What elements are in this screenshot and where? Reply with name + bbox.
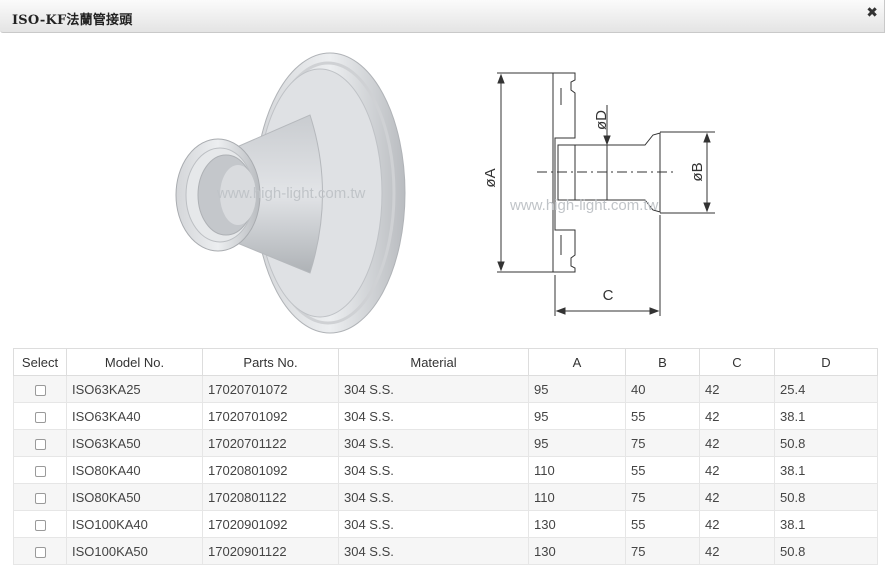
select-checkbox[interactable] [34,411,46,423]
parts-cell: 17020901122 [202,537,339,565]
model-cell: ISO80KA40 [66,456,203,484]
table-header-row: Select Model No. Parts No. Material A B … [13,348,878,376]
model-cell: ISO63KA50 [66,429,203,457]
table-row: ISO63KA40 17020701092 304 S.S. 95 55 42 … [13,402,878,430]
select-checkbox[interactable] [34,546,46,558]
material-cell: 304 S.S. [338,537,529,565]
material-cell: 304 S.S. [338,429,529,457]
d-cell: 25.4 [774,375,878,403]
col-header-b: B [625,348,700,376]
b-cell: 40 [625,375,700,403]
col-header-a: A [528,348,626,376]
col-header-material: Material [338,348,529,376]
model-cell: ISO80KA50 [66,483,203,511]
reducer-body [229,114,323,274]
table-row: ISO63KA50 17020701122 304 S.S. 95 75 42 … [13,429,878,457]
flange-outline [552,72,576,273]
d-cell: 50.8 [774,429,878,457]
select-checkbox[interactable] [34,438,46,450]
d-cell: 38.1 [774,402,878,430]
dialog-titlebar: ISO-KF法蘭管接頭 ✖ [0,0,885,33]
col-header-select: Select [13,348,67,376]
a-cell: 130 [528,537,626,565]
parts-cell: 17020801092 [202,456,339,484]
table-row: ISO100KA50 17020901122 304 S.S. 130 75 4… [13,537,878,565]
table-row: ISO80KA40 17020801092 304 S.S. 110 55 42… [13,456,878,484]
b-cell: 55 [625,510,700,538]
parts-cell: 17020701072 [202,375,339,403]
material-cell: 304 S.S. [338,510,529,538]
dim-a-label: øA [482,168,499,187]
model-cell: ISO100KA40 [66,510,203,538]
parts-cell: 17020701092 [202,402,339,430]
dim-d-label: øD [593,110,610,130]
watermark-text-diagram: www.high-light.com.tw [509,197,659,214]
c-cell: 42 [699,429,775,457]
material-cell: 304 S.S. [338,483,529,511]
a-cell: 110 [528,483,626,511]
col-header-d: D [774,348,878,376]
close-icon[interactable]: ✖ [866,5,878,21]
model-cell: ISO63KA25 [66,375,203,403]
a-cell: 95 [528,429,626,457]
product-image: www.high-light.com.tw [175,52,406,334]
a-cell: 95 [528,375,626,403]
b-cell: 75 [625,537,700,565]
b-cell: 75 [625,483,700,511]
model-cell: ISO100KA50 [66,537,203,565]
watermark-text: www.high-light.com.tw [216,185,366,202]
table-row: ISO80KA50 17020801122 304 S.S. 110 75 42… [13,483,878,511]
col-header-c: C [699,348,775,376]
material-cell: 304 S.S. [338,456,529,484]
c-cell: 42 [699,375,775,403]
d-cell: 50.8 [774,537,878,565]
tube-outline [557,132,661,213]
b-cell: 55 [625,456,700,484]
col-header-parts: Parts No. [202,348,339,376]
b-cell: 55 [625,402,700,430]
table-row: ISO63KA25 17020701072 304 S.S. 95 40 42 … [13,375,878,403]
material-cell: 304 S.S. [338,402,529,430]
c-cell: 42 [699,456,775,484]
dim-b-label: øB [689,162,706,181]
c-cell: 42 [699,537,775,565]
spec-table: Select Model No. Parts No. Material A B … [13,348,878,565]
select-checkbox[interactable] [34,384,46,396]
a-cell: 130 [528,510,626,538]
c-cell: 42 [699,483,775,511]
d-cell: 38.1 [774,456,878,484]
material-cell: 304 S.S. [338,375,529,403]
d-cell: 50.8 [774,483,878,511]
parts-cell: 17020801122 [202,483,339,511]
a-cell: 95 [528,402,626,430]
b-cell: 75 [625,429,700,457]
table-row: ISO100KA40 17020901092 304 S.S. 130 55 4… [13,510,878,538]
col-header-model: Model No. [66,348,203,376]
a-cell: 110 [528,456,626,484]
c-cell: 42 [699,510,775,538]
dim-c-label: C [603,287,614,304]
select-checkbox[interactable] [34,519,46,531]
c-cell: 42 [699,402,775,430]
select-checkbox[interactable] [34,492,46,504]
parts-cell: 17020901092 [202,510,339,538]
model-cell: ISO63KA40 [66,402,203,430]
dimension-diagram: øA øB C øD www.high-light.com.tw [482,72,715,316]
parts-cell: 17020701122 [202,429,339,457]
d-cell: 38.1 [774,510,878,538]
select-checkbox[interactable] [34,465,46,477]
dialog-title: ISO-KF法蘭管接頭 [12,13,133,28]
